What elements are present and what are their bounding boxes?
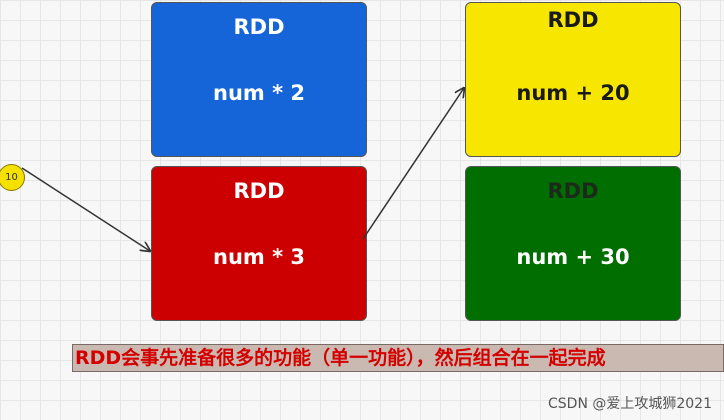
rdd-box-multiply-2: RDD num * 2 [151, 2, 367, 157]
rdd-box-add-20: RDD num + 20 [465, 2, 681, 157]
rdd-expression: num + 30 [516, 245, 630, 269]
rdd-title: RDD [547, 8, 599, 32]
arrow-input-to-rdd [21, 167, 150, 251]
rdd-expression: num + 20 [516, 81, 630, 105]
rdd-expression: num * 2 [213, 81, 305, 105]
rdd-title: RDD [233, 179, 285, 203]
rdd-title: RDD [233, 15, 285, 39]
rdd-expression: num * 3 [213, 245, 305, 269]
arrow-rdd-to-rdd [362, 88, 464, 240]
caption-text: RDD会事先准备很多的功能（单一功能），然后组合在一起完成 [72, 344, 724, 372]
csdn-watermark: CSDN @爱上攻城狮2021 [548, 396, 712, 412]
rdd-title: RDD [547, 179, 599, 203]
rdd-box-multiply-3: RDD num * 3 [151, 166, 367, 321]
rdd-box-add-30: RDD num + 30 [465, 166, 681, 321]
input-value-node: 10 [0, 164, 25, 191]
